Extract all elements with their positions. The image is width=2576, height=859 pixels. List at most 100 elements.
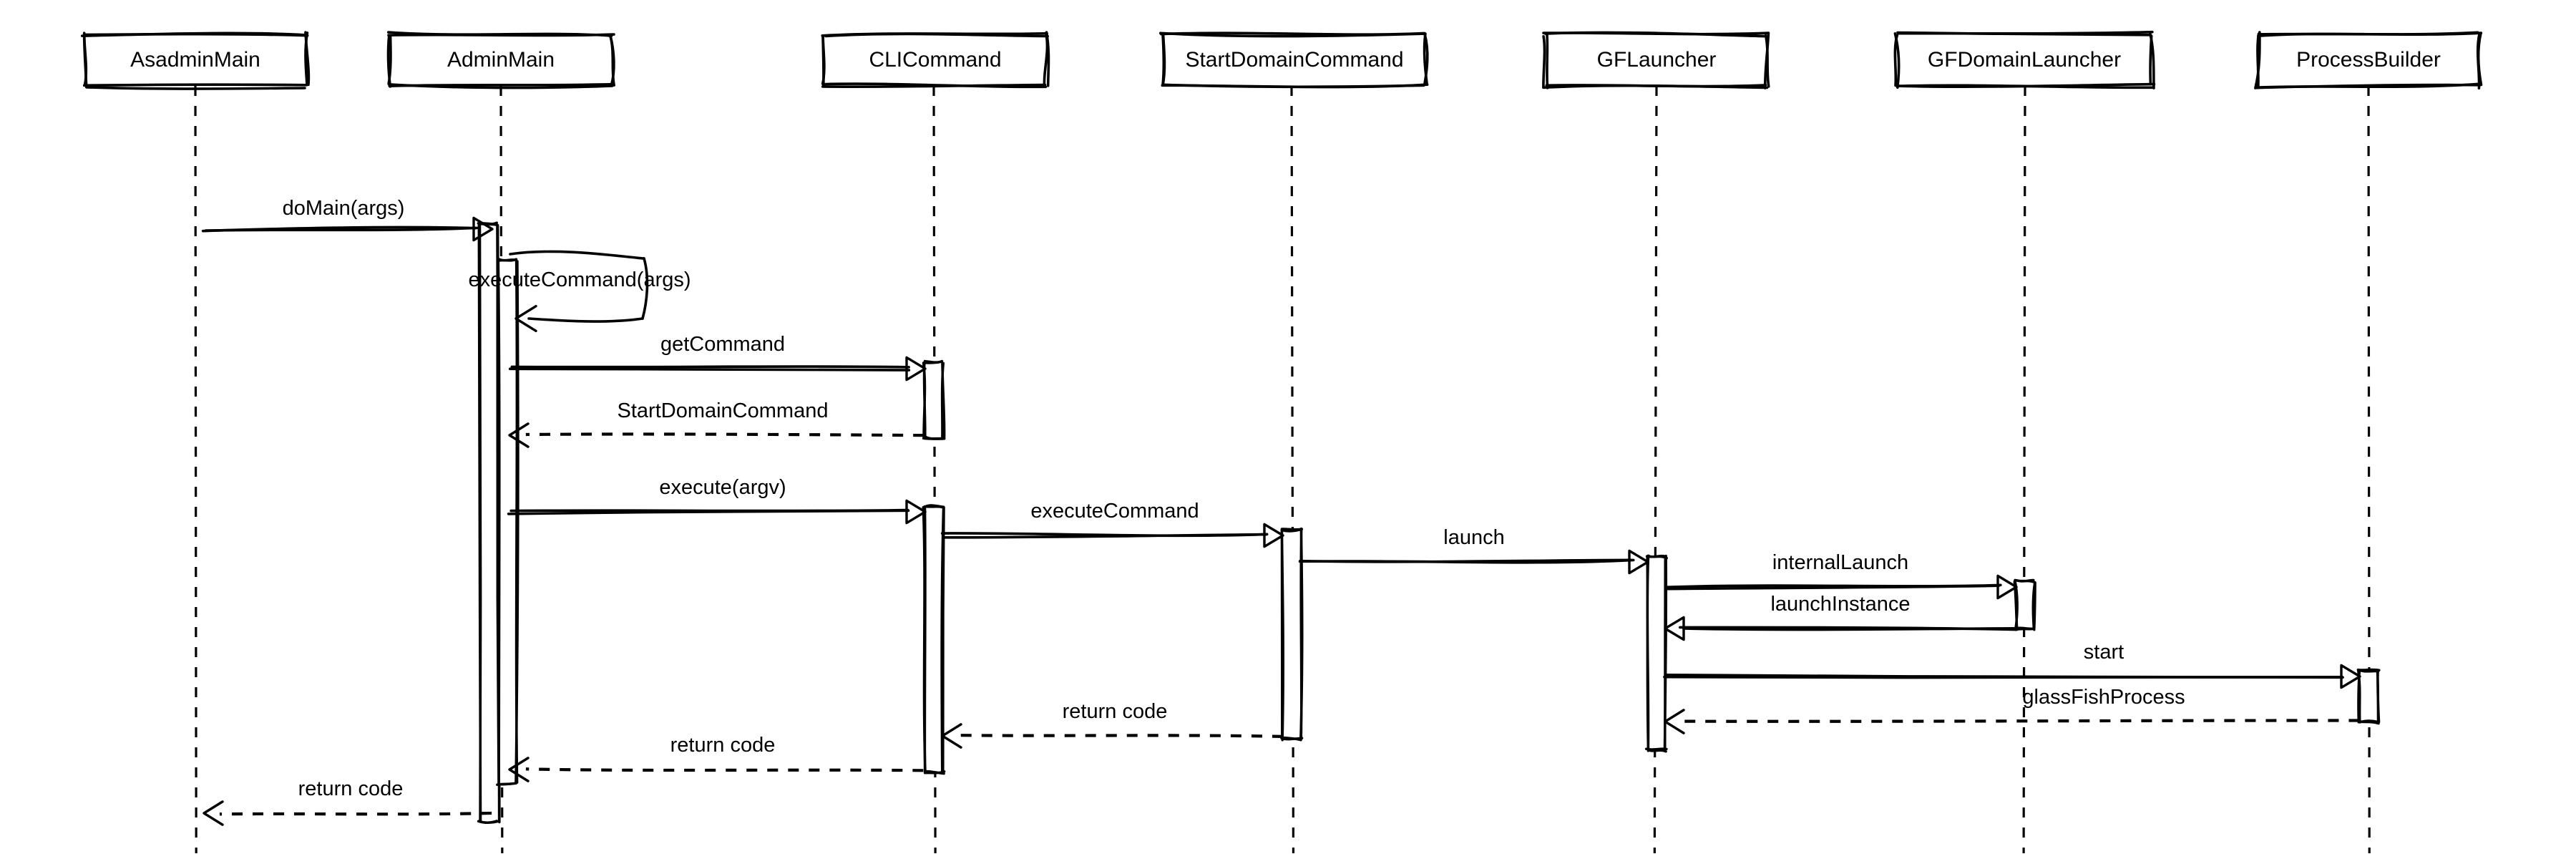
participant-box bbox=[821, 31, 1050, 89]
arrowhead-triangle bbox=[472, 216, 494, 242]
message-m6[interactable] bbox=[940, 523, 1284, 548]
activation-rect bbox=[922, 504, 946, 775]
message-label: execute(argv) bbox=[659, 476, 786, 499]
participant-startDomainCmd[interactable]: StartDomainCommand bbox=[1158, 31, 1429, 89]
arrowhead-triangle bbox=[1628, 549, 1649, 575]
message-m9[interactable] bbox=[1664, 616, 2019, 641]
message-m1[interactable] bbox=[201, 216, 494, 242]
arrowhead-open bbox=[508, 422, 530, 448]
participant-box bbox=[80, 31, 311, 90]
participant-name-label: GFLauncher bbox=[1597, 48, 1717, 72]
arrowhead-open bbox=[508, 757, 530, 782]
activation-rect bbox=[1279, 527, 1304, 742]
message-line bbox=[525, 432, 924, 437]
participant-name-label: ProcessBuilder bbox=[2296, 48, 2441, 72]
arrowhead-triangle bbox=[905, 499, 927, 525]
lifeline-asadminMain bbox=[194, 85, 197, 854]
message-line-2 bbox=[1664, 584, 2001, 591]
activation-rect bbox=[477, 221, 501, 824]
activation-rect bbox=[922, 359, 946, 440]
activation-bar-adminMain bbox=[477, 221, 501, 824]
activation-bar-gfLauncher bbox=[1644, 554, 1668, 753]
message-label: launchInstance bbox=[1770, 593, 1910, 616]
lifeline-cliCommand bbox=[932, 85, 937, 854]
participant-asadminMain[interactable]: AsadminMain bbox=[80, 31, 311, 90]
participant-box bbox=[1542, 31, 1770, 89]
message-m5[interactable] bbox=[507, 499, 927, 525]
message-label: executeCommand bbox=[1030, 500, 1199, 523]
participant-gfDomainLauncher[interactable]: GFDomainLauncher bbox=[1893, 30, 2156, 89]
activation-bars-layer bbox=[477, 221, 2381, 824]
arrowhead-triangle bbox=[1996, 574, 2018, 600]
message-line bbox=[525, 767, 924, 772]
activation-bar-processBuilder bbox=[2356, 668, 2381, 725]
message-line bbox=[959, 734, 1283, 738]
message-m14[interactable] bbox=[203, 800, 492, 826]
message-line-2 bbox=[204, 226, 479, 232]
lifeline-gfLauncher bbox=[1653, 85, 1658, 854]
message-label: getCommand bbox=[660, 333, 785, 356]
message-label: executeCommand(args) bbox=[468, 268, 691, 291]
participant-adminMain[interactable]: AdminMain bbox=[386, 31, 615, 89]
arrowhead-triangle bbox=[2340, 664, 2361, 689]
participant-name-label: StartDomainCommand bbox=[1185, 48, 1403, 72]
message-line-2 bbox=[507, 509, 910, 515]
message-m8[interactable] bbox=[1664, 574, 2018, 600]
lifeline-processBuilder bbox=[2367, 85, 2371, 854]
message-label: doMain(args) bbox=[283, 197, 405, 220]
message-m3[interactable] bbox=[508, 356, 927, 382]
message-label: return code bbox=[1063, 700, 1168, 723]
message-line bbox=[219, 811, 492, 816]
message-m12[interactable] bbox=[941, 723, 1283, 749]
participant-box bbox=[386, 31, 615, 89]
message-line-2 bbox=[1678, 626, 2019, 631]
participant-cliCommand[interactable]: CLICommand bbox=[821, 31, 1050, 89]
message-m13[interactable] bbox=[508, 757, 924, 782]
labels-layer: doMain(args) executeCommand(args) getComma… bbox=[283, 197, 2185, 800]
message-m7[interactable] bbox=[1298, 549, 1649, 575]
participant-name-label: AdminMain bbox=[447, 48, 555, 72]
arrowhead-open bbox=[1664, 709, 1685, 734]
message-line-2 bbox=[940, 532, 1269, 538]
message-label: glassFishProcess bbox=[2022, 686, 2185, 709]
participant-box bbox=[1893, 30, 2156, 89]
message-line-2 bbox=[1663, 675, 2344, 679]
arrowhead-open bbox=[941, 723, 962, 749]
activation-bar-cliCommand bbox=[922, 359, 946, 440]
message-label: StartDomainCommand bbox=[618, 399, 829, 422]
arrowhead-open bbox=[203, 800, 224, 826]
activation-rect bbox=[1644, 554, 1668, 753]
arrowhead-triangle bbox=[1263, 523, 1284, 548]
message-m4[interactable] bbox=[508, 422, 924, 448]
participant-box bbox=[2254, 31, 2483, 89]
participant-name-label: GFDomainLauncher bbox=[1928, 48, 2121, 72]
participant-name-label: AsadminMain bbox=[130, 48, 260, 72]
message-m2[interactable] bbox=[509, 250, 649, 333]
participant-gfLauncher[interactable]: GFLauncher bbox=[1542, 31, 1770, 89]
messages-layer bbox=[201, 216, 2361, 826]
activation-bar-startDomainCmd bbox=[1279, 527, 1304, 742]
lifeline-startDomainCmd bbox=[1290, 85, 1295, 854]
message-m10[interactable] bbox=[1663, 664, 2361, 689]
arrowhead-triangle bbox=[1664, 616, 1685, 641]
message-label: launch bbox=[1443, 526, 1504, 549]
message-label: return code bbox=[298, 777, 404, 800]
participant-name-label: CLICommand bbox=[869, 48, 1001, 72]
activation-rect bbox=[2013, 578, 2036, 631]
activation-bar-cliCommand bbox=[922, 504, 946, 775]
message-line bbox=[1681, 719, 2360, 723]
lifeline-gfDomainLauncher bbox=[2022, 85, 2026, 854]
message-label: return code bbox=[670, 734, 776, 757]
activation-bar-adminMain bbox=[496, 258, 519, 786]
message-label: internalLaunch bbox=[1772, 551, 1908, 574]
participant-processBuilder[interactable]: ProcessBuilder bbox=[2254, 31, 2483, 89]
activation-bar-gfDomainLauncher bbox=[2013, 578, 2036, 631]
message-line-2 bbox=[1298, 558, 1635, 564]
participant-boxes-layer: AsadminMain AdminMain CLICommand StartDomai… bbox=[80, 30, 2483, 90]
message-m11[interactable] bbox=[1664, 709, 2360, 734]
arrowhead-triangle bbox=[905, 356, 927, 382]
activation-rect bbox=[496, 258, 519, 786]
arrowhead-open bbox=[514, 304, 537, 333]
